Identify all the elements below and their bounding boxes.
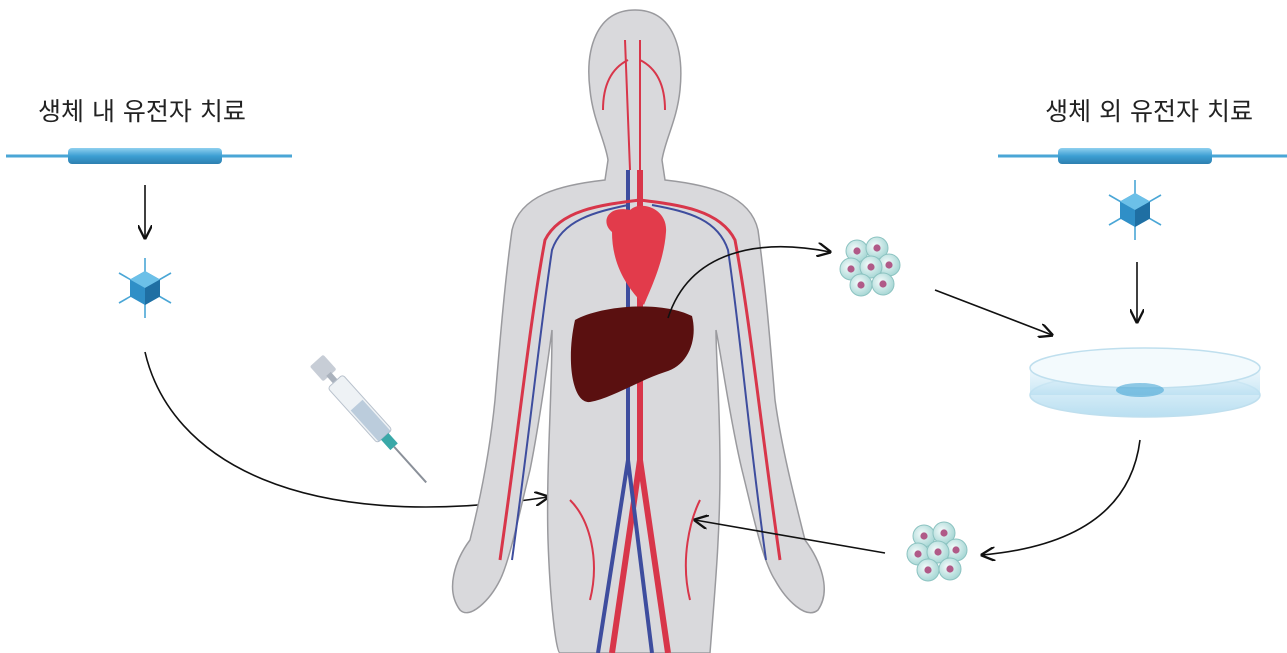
dish-to-cells-arrow bbox=[982, 440, 1140, 555]
cells-to-dish-arrow bbox=[935, 290, 1052, 335]
syringe-icon bbox=[309, 354, 434, 489]
left-dna-gene-segment-icon bbox=[6, 148, 292, 164]
left-viral-vector-icon bbox=[119, 258, 171, 318]
human-body-illustration bbox=[453, 10, 825, 653]
right-dna-gene-segment-icon bbox=[998, 148, 1287, 164]
right-viral-vector-icon bbox=[1109, 180, 1161, 240]
harvested-cell-cluster-icon bbox=[840, 237, 900, 296]
modified-cell-cluster-icon bbox=[907, 522, 967, 581]
petri-dish-icon bbox=[1030, 348, 1260, 417]
